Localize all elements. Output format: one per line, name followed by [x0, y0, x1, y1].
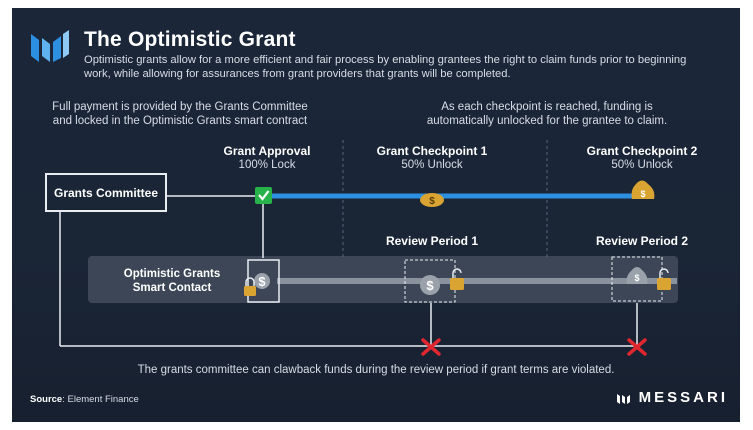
diagram-frame: The Optimistic Grant Optimistic grants a… — [12, 8, 740, 422]
svg-text:$: $ — [640, 189, 645, 199]
intro-right-line1: As each checkpoint is reached, funding i… — [441, 101, 653, 113]
source-label: Source — [30, 394, 63, 405]
money-bag-icon: $ — [631, 180, 655, 199]
page-subtitle: Optimistic grants allow for a more effic… — [84, 54, 687, 80]
intro-left-line1: Full payment is provided by the Grants C… — [52, 101, 308, 113]
messari-logo-icon — [616, 393, 630, 404]
lock-icon — [244, 277, 256, 296]
grant-approval-title: Grant Approval — [223, 144, 311, 158]
intro-left-line2: and locked in the Optimistic Grants smar… — [52, 115, 308, 127]
contract-track — [277, 278, 677, 284]
intro-right: As each checkpoint is reached, funding i… — [402, 100, 692, 128]
brand-name: MESSARI — [638, 389, 728, 406]
clawback-x-icon — [627, 338, 647, 356]
flow-diagram: $ $ $ $ — [59, 140, 677, 356]
intro-right-line2: automatically unlocked for the grantee t… — [426, 115, 668, 127]
svg-text:$: $ — [429, 196, 435, 207]
grants-committee-box: Grants Committee — [45, 173, 167, 212]
page-title: The Optimistic Grant — [84, 28, 296, 51]
smart-contract-label-line1: Optimistic Grants — [123, 268, 221, 280]
check-icon — [255, 187, 272, 204]
coin-icon: $ — [420, 193, 444, 207]
svg-text:$: $ — [634, 273, 639, 283]
checkpoint1-title: Grant Checkpoint 1 — [376, 144, 488, 158]
source-value: : Element Finance — [62, 394, 139, 405]
smart-contract-label-line2: Smart Contact — [132, 282, 212, 294]
intro-left: Full payment is provided by the Grants C… — [30, 100, 330, 128]
lock-icon — [450, 268, 464, 290]
approval-lock-group: $ — [244, 259, 280, 303]
lock-icon — [657, 268, 671, 290]
smart-contract-label: Optimistic Grants Smart Contact — [107, 267, 237, 295]
svg-text:$: $ — [426, 278, 434, 293]
messari-logo-icon — [31, 30, 69, 62]
brand-mark: MESSARI — [616, 389, 728, 406]
grant-approval-sub: 100% Lock — [238, 159, 296, 171]
checkpoint1-sub: 50% Unlock — [401, 159, 463, 171]
checkpoint2-title: Grant Checkpoint 2 — [586, 144, 698, 158]
checkpoint2-sub: 50% Unlock — [611, 159, 673, 171]
background — [12, 8, 740, 422]
clawback-note: The grants committee can clawback funds … — [137, 364, 615, 376]
svg-text:$: $ — [258, 274, 266, 289]
review-period-2-label: Review Period 2 — [595, 234, 689, 248]
review2-box-group: $ — [611, 256, 671, 302]
review1-box-group: $ — [404, 259, 464, 303]
review-period-1-label: Review Period 1 — [385, 234, 479, 248]
source-credit: Source: Element Finance — [30, 394, 139, 405]
clawback-x-icon — [421, 338, 441, 356]
